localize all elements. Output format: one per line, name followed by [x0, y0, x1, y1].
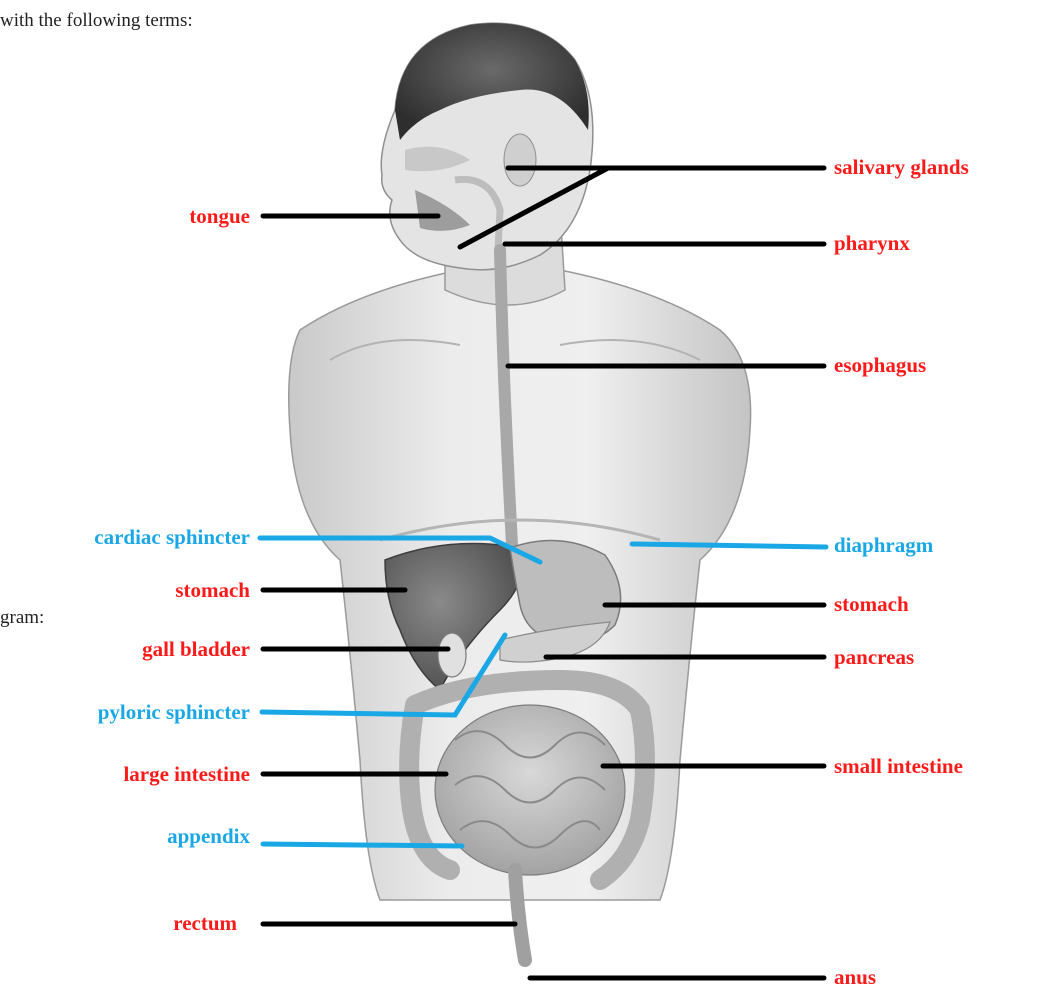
label-cardiac-sphincter: cardiac sphincter: [94, 527, 250, 548]
label-gall-bladder: gall bladder: [142, 639, 250, 660]
leader-appendix: [263, 844, 462, 846]
label-large-intestine: large intestine: [123, 764, 250, 785]
gall-bladder-shape: [438, 633, 466, 677]
instruction-fragment-top: with the following terms:: [0, 10, 193, 32]
label-pharynx: pharynx: [834, 233, 910, 254]
leader-diaphragm: [632, 544, 826, 547]
label-stomach-right: stomach: [834, 594, 909, 615]
label-rectum: rectum: [173, 913, 237, 934]
label-small-intestine: small intestine: [834, 756, 963, 777]
instruction-fragment-side: gram:: [0, 607, 44, 629]
label-appendix: appendix: [167, 826, 250, 847]
label-salivary-glands: salivary glands: [834, 157, 969, 178]
label-tongue: tongue: [189, 206, 250, 227]
label-esophagus: esophagus: [834, 355, 926, 376]
label-pyloric-sphincter: pyloric sphincter: [98, 702, 250, 723]
small-intestine-shape: [435, 705, 625, 875]
label-diaphragm: diaphragm: [834, 535, 933, 556]
label-pancreas: pancreas: [834, 647, 914, 668]
label-stomach-left: stomach: [175, 580, 250, 601]
label-anus: anus: [834, 967, 876, 988]
